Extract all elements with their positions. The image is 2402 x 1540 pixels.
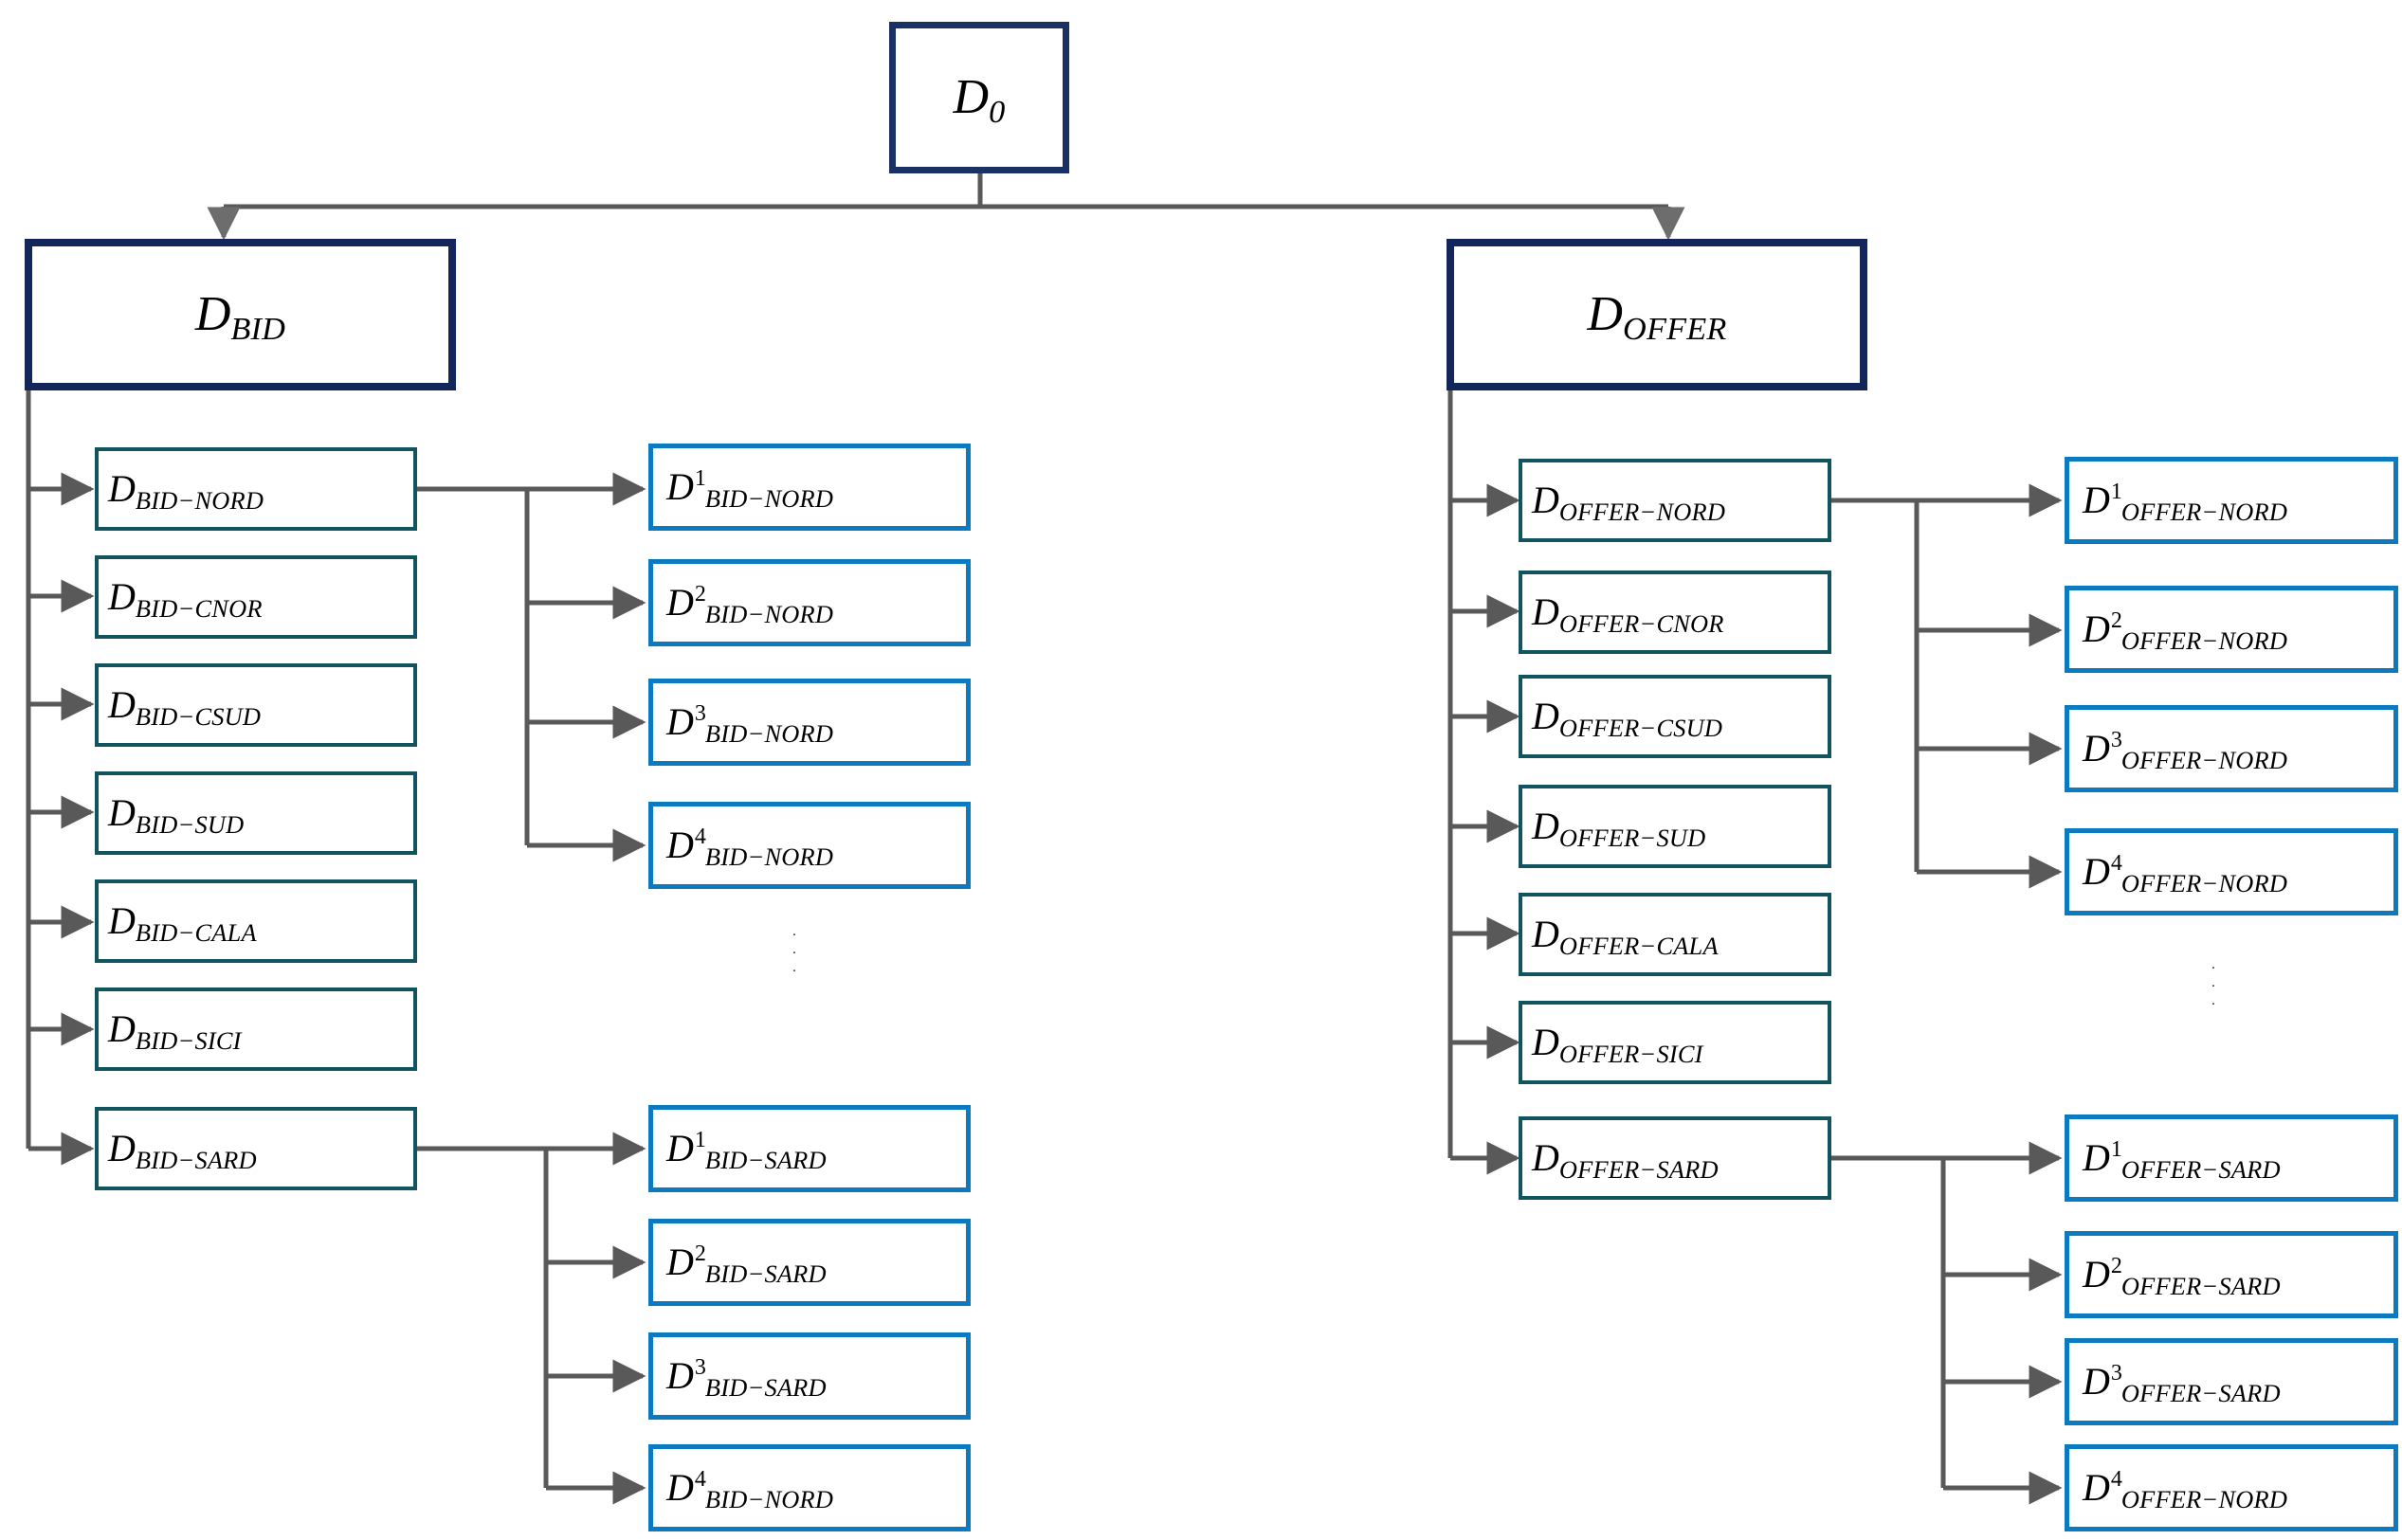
ellipsis-bid: · · · xyxy=(775,927,813,981)
node-bid-sard-leaf-3[interactable]: D3BID−SARD xyxy=(648,1332,971,1420)
node-offer-sard-leaf-4[interactable]: D4OFFER−NORD xyxy=(2065,1444,2398,1531)
node-bid-nord-leaf-3[interactable]: D3BID−NORD xyxy=(648,679,971,766)
node-bid-nord-leaf-2[interactable]: D2BID−NORD xyxy=(648,559,971,646)
node-bid-nord-leaf-4-label: D4BID−NORD xyxy=(666,824,834,871)
node-offer-cala[interactable]: DOFFER−CALA xyxy=(1519,893,1831,976)
node-offer-sard-leaf-3[interactable]: D3OFFER−SARD xyxy=(2065,1338,2398,1425)
node-bid-sici[interactable]: DBID−SICI xyxy=(95,987,417,1071)
node-bid-sard-leaf-2[interactable]: D2BID−SARD xyxy=(648,1219,971,1306)
node-offer-base: D xyxy=(1587,287,1623,341)
node-offer-nord-leaf-3[interactable]: D3OFFER−NORD xyxy=(2065,705,2398,792)
node-offer-nord-label: DOFFER−NORD xyxy=(1532,479,1726,526)
node-offer[interactable]: DOFFER xyxy=(1447,239,1867,390)
node-bid-label: DBID xyxy=(194,287,285,346)
node-offer-nord-leaf-2[interactable]: D2OFFER−NORD xyxy=(2065,586,2398,673)
node-bid-sard-leaf-2-label: D2BID−SARD xyxy=(666,1241,827,1288)
node-offer-cala-label: DOFFER−CALA xyxy=(1532,913,1719,960)
node-bid-cnor-label: DBID−CNOR xyxy=(108,575,263,623)
node-offer-cnor[interactable]: DOFFER−CNOR xyxy=(1519,571,1831,654)
node-bid-cnor[interactable]: DBID−CNOR xyxy=(95,555,417,639)
node-bid-nord-leaf-1-label: D1BID−NORD xyxy=(666,465,834,513)
node-bid-sard[interactable]: DBID−SARD xyxy=(95,1107,417,1190)
node-bid-sub: BID xyxy=(230,311,286,348)
node-offer-sici-label: DOFFER−SICI xyxy=(1532,1021,1703,1068)
node-bid-nord-label: DBID−NORD xyxy=(108,467,264,515)
node-offer-sard-leaf-4-label: D4OFFER−NORD xyxy=(2083,1466,2288,1513)
node-root-sub: 0 xyxy=(989,94,1006,131)
node-bid-base: D xyxy=(194,287,231,341)
node-offer-nord-leaf-4[interactable]: D4OFFER−NORD xyxy=(2065,828,2398,915)
ellipsis-dot-1: · xyxy=(2211,961,2216,976)
node-offer-sard-leaf-2-label: D2OFFER−SARD xyxy=(2083,1253,2281,1300)
node-bid-sard-leaf-1-label: D1BID−SARD xyxy=(666,1127,827,1174)
node-offer-nord-leaf-2-label: D2OFFER−NORD xyxy=(2083,607,2288,655)
node-bid-sud[interactable]: DBID−SUD xyxy=(95,771,417,855)
node-offer-sud[interactable]: DOFFER−SUD xyxy=(1519,785,1831,868)
node-offer-sici[interactable]: DOFFER−SICI xyxy=(1519,1001,1831,1084)
node-offer-nord-leaf-3-label: D3OFFER−NORD xyxy=(2083,727,2288,774)
node-offer-sud-label: DOFFER−SUD xyxy=(1532,805,1706,852)
ellipsis-dot-3: · xyxy=(2211,997,2216,1012)
node-offer-nord-leaf-1-label: D1OFFER−NORD xyxy=(2083,479,2288,526)
node-bid-sici-label: DBID−SICI xyxy=(108,1007,242,1055)
node-bid-sard-leaf-1[interactable]: D1BID−SARD xyxy=(648,1105,971,1192)
node-offer-sard-leaf-3-label: D3OFFER−SARD xyxy=(2083,1360,2281,1407)
node-bid-nord-leaf-4[interactable]: D4BID−NORD xyxy=(648,802,971,889)
node-bid-nord-leaf-2-label: D2BID−NORD xyxy=(666,581,834,628)
node-offer-sard-label: DOFFER−SARD xyxy=(1532,1136,1719,1184)
ellipsis-dot-1: · xyxy=(792,928,797,943)
node-bid-csud-label: DBID−CSUD xyxy=(108,683,262,731)
node-bid-csud[interactable]: DBID−CSUD xyxy=(95,663,417,747)
node-bid-nord-leaf-1[interactable]: D1BID−NORD xyxy=(648,444,971,531)
node-offer-sard[interactable]: DOFFER−SARD xyxy=(1519,1116,1831,1200)
node-offer-cnor-label: DOFFER−CNOR xyxy=(1532,590,1724,638)
node-bid-sard-leaf-4-label: D4BID−NORD xyxy=(666,1466,834,1513)
node-offer-csud-label: DOFFER−CSUD xyxy=(1532,695,1723,742)
node-offer-sub: OFFER xyxy=(1622,311,1727,348)
ellipsis-dot-2: · xyxy=(792,946,797,961)
node-offer-sard-leaf-2[interactable]: D2OFFER−SARD xyxy=(2065,1231,2398,1318)
node-offer-nord-leaf-1[interactable]: D1OFFER−NORD xyxy=(2065,457,2398,544)
node-bid-sard-leaf-4[interactable]: D4BID−NORD xyxy=(648,1444,971,1531)
ellipsis-dot-3: · xyxy=(792,964,797,979)
node-root-label: D0 xyxy=(953,70,1006,129)
node-bid[interactable]: DBID xyxy=(25,239,456,390)
node-bid-sard-label: DBID−SARD xyxy=(108,1127,257,1174)
node-bid-sud-label: DBID−SUD xyxy=(108,791,245,839)
node-offer-nord[interactable]: DOFFER−NORD xyxy=(1519,459,1831,542)
node-root-base: D xyxy=(953,70,990,124)
node-offer-csud[interactable]: DOFFER−CSUD xyxy=(1519,675,1831,758)
node-bid-nord-leaf-3-label: D3BID−NORD xyxy=(666,700,834,748)
node-offer-label: DOFFER xyxy=(1587,287,1726,346)
node-root[interactable]: D0 xyxy=(889,22,1069,173)
node-offer-sard-leaf-1-label: D1OFFER−SARD xyxy=(2083,1136,2281,1184)
node-bid-sard-leaf-3-label: D3BID−SARD xyxy=(666,1354,827,1402)
ellipsis-offer: · · · xyxy=(2194,960,2232,1014)
ellipsis-dot-2: · xyxy=(2211,979,2216,994)
node-bid-cala-label: DBID−CALA xyxy=(108,899,257,947)
node-offer-sard-leaf-1[interactable]: D1OFFER−SARD xyxy=(2065,1114,2398,1202)
node-bid-cala[interactable]: DBID−CALA xyxy=(95,879,417,963)
node-bid-nord[interactable]: DBID−NORD xyxy=(95,447,417,531)
node-offer-nord-leaf-4-label: D4OFFER−NORD xyxy=(2083,850,2288,897)
